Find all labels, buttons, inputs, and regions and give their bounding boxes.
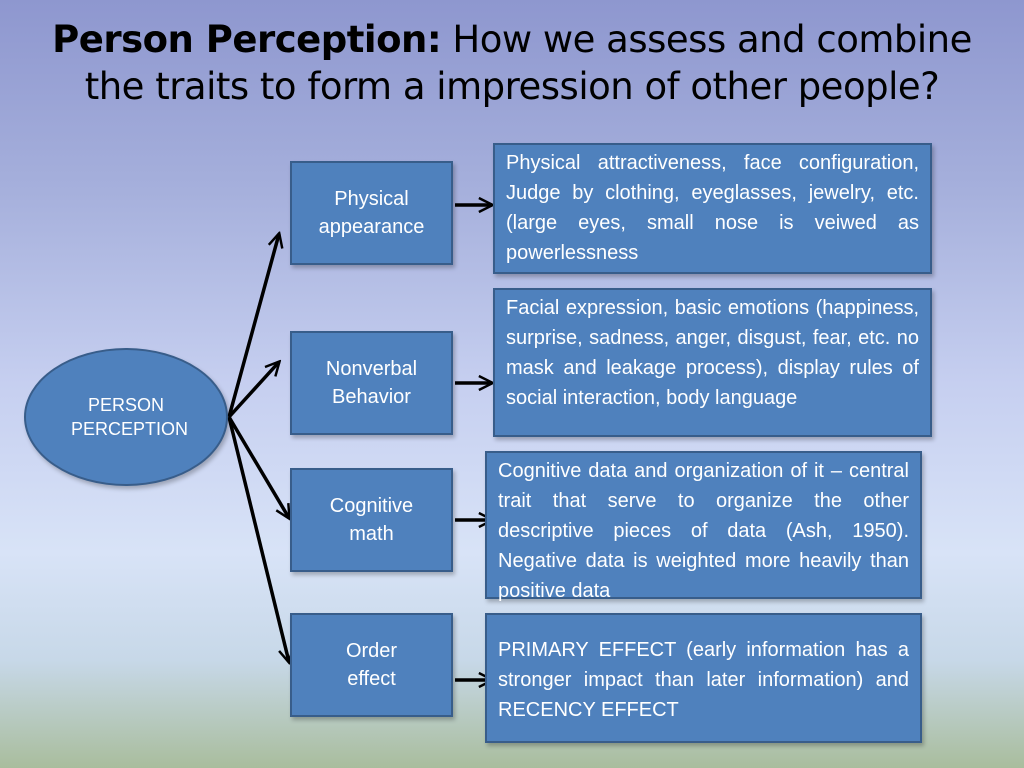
arrow-center-to-order [227, 416, 289, 662]
center-node-label: PERSON PERCEPTION [71, 395, 189, 439]
detail-text: PRIMARY EFFECT (early information has a … [498, 639, 909, 721]
detail-order-effect: PRIMARY EFFECT (early information has a … [485, 613, 922, 743]
arrow-center-to-physical [227, 234, 279, 418]
category-order-effect: Order effect [290, 613, 453, 717]
detail-cognitive-math: Cognitive data and organization of it – … [485, 451, 922, 602]
detail-text: Physical attractiveness, face configurat… [506, 152, 919, 264]
category-cognitive-math: Cognitive math [290, 468, 453, 572]
detail-physical-appearance: Physical attractiveness, face configurat… [493, 143, 932, 274]
title-rest: How we assess and combine the traits to … [84, 18, 973, 108]
category-physical-appearance: Physical appearance [290, 161, 453, 265]
center-node-person-perception: PERSON PERCEPTION [24, 348, 228, 486]
category-label: Order effect [345, 640, 398, 690]
detail-nonverbal-behavior: Facial expression, basic emotions (happi… [493, 288, 932, 437]
category-label: Cognitive math [329, 495, 414, 545]
detail-text: Cognitive data and organization of it – … [498, 460, 909, 602]
arrow-center-to-nonverbal [227, 362, 279, 419]
slide-title: Person Perception: How we assess and com… [30, 16, 994, 110]
arrow-center-to-cognitive [227, 416, 289, 518]
category-nonverbal-behavior: Nonverbal Behavior [290, 331, 453, 435]
title-bold: Person Perception: [52, 18, 442, 61]
category-label: Physical appearance [318, 188, 425, 238]
category-label: Nonverbal Behavior [325, 358, 418, 408]
detail-text: Facial expression, basic emotions (happi… [506, 297, 919, 409]
